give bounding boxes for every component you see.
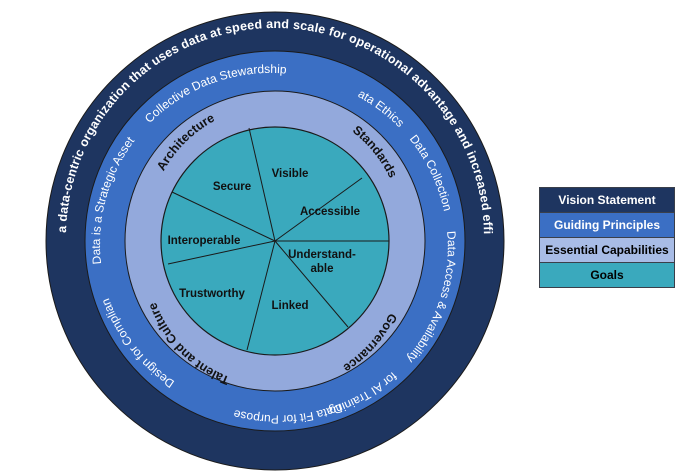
legend: Vision Statement Guiding Principles Esse…	[539, 187, 675, 288]
goal-linked: Linked	[271, 300, 308, 312]
legend-goals: Goals	[540, 262, 674, 287]
goal-trustworthy: Trustworthy	[179, 288, 245, 300]
goal-divider	[167, 240, 276, 265]
goal-divider	[274, 240, 349, 328]
goal-visible: Visible	[272, 168, 309, 180]
legend-essential-capabilities: Essential Capabilities	[540, 237, 674, 262]
goal-divider	[248, 127, 276, 242]
goal-divider	[274, 177, 363, 242]
goal-accessible: Accessible	[300, 206, 360, 218]
goal-understandable: Understand-able	[288, 249, 356, 275]
legend-vision-statement: Vision Statement	[540, 188, 674, 212]
goal-divider	[246, 240, 276, 351]
goal-secure: Secure	[213, 181, 251, 193]
goal-divider	[171, 191, 276, 242]
legend-guiding-principles: Guiding Principles	[540, 212, 674, 237]
goal-interoperable: Interoperable	[168, 235, 241, 247]
